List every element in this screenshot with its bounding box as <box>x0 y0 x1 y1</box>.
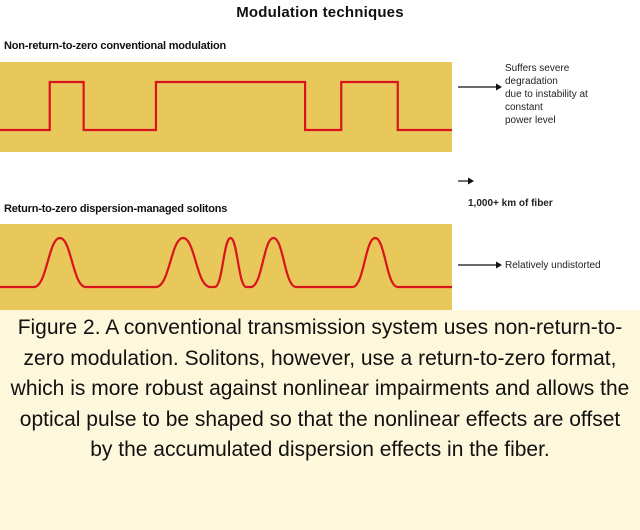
nrz-annotation-line: due to instability at <box>505 89 588 100</box>
rz-annotation: Relatively undistorted <box>505 260 601 271</box>
nrz-panel-label: Non-return-to-zero conventional modulati… <box>4 40 226 52</box>
rz-arrow-icon <box>458 260 502 270</box>
rz-signal-panel <box>0 224 452 310</box>
caption-background <box>0 310 640 530</box>
nrz-annotation-line: power level <box>505 115 556 126</box>
diagram-title: Modulation techniques <box>236 4 404 21</box>
rz-panel-label: Return-to-zero dispersion-managed solito… <box>4 203 228 215</box>
fiber-arrow-icon <box>458 176 474 186</box>
nrz-waveform <box>0 80 452 132</box>
fiber-distance-label: 1,000+ km of fiber <box>468 198 553 209</box>
nrz-annotation: Suffers severe degradation due to instabil… <box>505 62 588 127</box>
nrz-arrow-icon <box>458 82 502 92</box>
nrz-annotation-line: constant <box>505 102 543 113</box>
nrz-annotation-line: degradation <box>505 76 558 87</box>
rz-signal-line <box>0 236 452 289</box>
rz-waveform <box>0 236 452 289</box>
nrz-signal-panel <box>0 62 452 152</box>
nrz-annotation-line: Suffers severe <box>505 63 570 74</box>
figure-caption: Figure 2. A conventional transmission sy… <box>10 316 630 461</box>
nrz-signal-line <box>0 80 452 132</box>
